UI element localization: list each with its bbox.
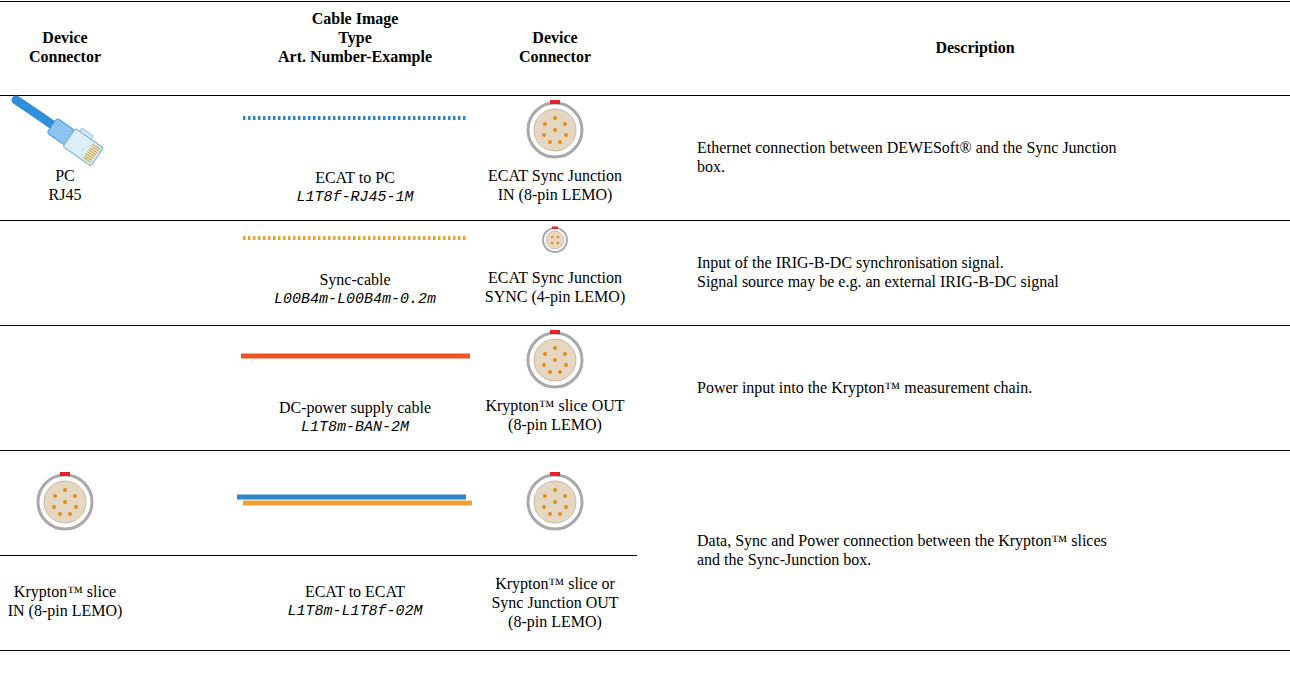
description-text: Ethernet connection between DEWESoft® an… xyxy=(697,138,1132,176)
column-header: Description xyxy=(825,38,1125,57)
cable-type: DC-power supply cable xyxy=(205,398,505,417)
table-rule xyxy=(0,220,1290,221)
lemo-4pin-connector xyxy=(543,227,567,253)
cable-type: ECAT to PC xyxy=(205,168,505,187)
description-text: Input of the IRIG-B-DC synchronisation s… xyxy=(697,253,1257,272)
article-number: L1T8m-L1T8f-02M xyxy=(205,602,505,621)
column-header: Art. Number-Example xyxy=(205,47,505,66)
table-rule xyxy=(0,450,1290,451)
connector-name: ECAT Sync Junction IN (8-pin LEMO) xyxy=(483,166,628,204)
connector-name: Krypton™ slice IN (8-pin LEMO) xyxy=(5,582,125,620)
cable-type: ECAT to ECAT xyxy=(205,582,505,601)
ecat-cable-line xyxy=(243,501,472,506)
rj45-plug-icon xyxy=(16,100,106,166)
description-text: Signal source may be e.g. an external IR… xyxy=(697,272,1257,291)
cable-type: Sync-cable xyxy=(205,270,505,289)
table-rule xyxy=(0,555,637,556)
ecat-cable-line xyxy=(237,495,466,500)
sync-cable-line xyxy=(243,236,468,240)
column-header: Type xyxy=(205,28,505,47)
article-number: L1T8m-BAN-2M xyxy=(205,418,505,437)
ethernet-cable-line xyxy=(243,116,468,120)
lemo-8pin-connector xyxy=(528,472,582,529)
article-number: L00B4m-L00B4m-0.2m xyxy=(205,290,505,309)
table-rule xyxy=(0,1,1290,2)
lemo-8pin-connector xyxy=(38,472,92,529)
connector-name: ECAT Sync Junction SYNC (4-pin LEMO) xyxy=(483,268,628,306)
power-cable-line xyxy=(241,354,470,359)
lemo-8pin-connector xyxy=(528,330,582,387)
table-rule xyxy=(0,650,1290,651)
connector-name: PC RJ45 xyxy=(40,166,90,204)
column-header: Cable Image xyxy=(205,9,505,28)
description-text: Power input into the Krypton™ measuremen… xyxy=(697,378,1257,397)
description-text: Data, Sync and Power connection between … xyxy=(697,531,1132,569)
article-number: L1T8f-RJ45-1M xyxy=(205,188,505,207)
lemo-8pin-connector xyxy=(528,100,582,157)
table-rule xyxy=(0,95,1290,96)
table-rules xyxy=(0,2,1290,651)
table-rule xyxy=(0,325,1290,326)
column-header: Device Connector xyxy=(505,28,605,66)
connector-name: Krypton™ slice or Sync Junction OUT (8-p… xyxy=(483,574,628,631)
connector-name: Krypton™ slice OUT (8-pin LEMO) xyxy=(483,396,628,434)
column-header: Device Connector xyxy=(15,28,115,66)
